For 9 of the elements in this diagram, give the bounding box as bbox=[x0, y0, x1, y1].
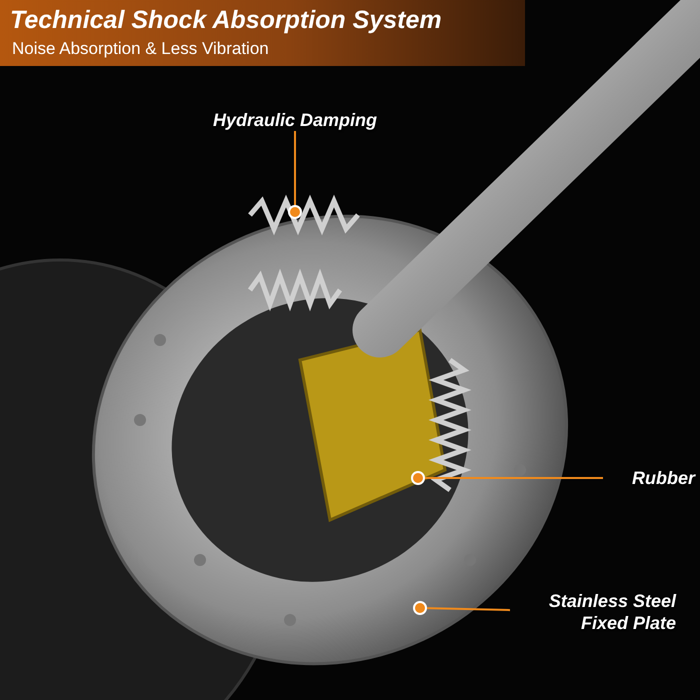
leader-line bbox=[294, 131, 296, 205]
leader-line bbox=[426, 607, 510, 612]
callout-label: Rubber bbox=[603, 467, 695, 489]
callout-dot bbox=[288, 205, 302, 219]
callout-label: Hydraulic Damping bbox=[197, 109, 393, 131]
title: Technical Shock Absorption System bbox=[10, 6, 442, 35]
subtitle: Noise Absorption & Less Vibration bbox=[12, 39, 269, 59]
callout-label: Stainless Steel Fixed Plate bbox=[510, 590, 676, 634]
leader-line bbox=[425, 477, 603, 479]
